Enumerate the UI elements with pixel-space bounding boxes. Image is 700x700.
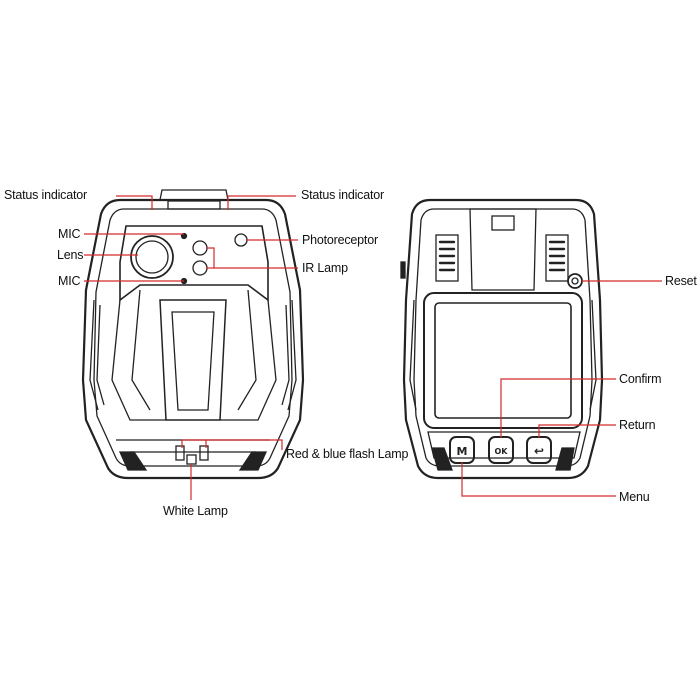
label-mic-top: MIC bbox=[58, 227, 81, 241]
label-return: Return bbox=[619, 418, 656, 432]
front-clip-slot bbox=[167, 200, 221, 210]
white-lamp-window bbox=[186, 454, 197, 465]
leader-lines bbox=[84, 195, 662, 500]
label-lens: Lens bbox=[57, 248, 84, 262]
screen-display bbox=[434, 302, 572, 419]
ir-lamp-top bbox=[192, 240, 208, 256]
front-rib-left-2 bbox=[131, 289, 151, 411]
label-status-indicator-right: Status indicator bbox=[301, 188, 384, 202]
front-foot-right bbox=[238, 451, 268, 471]
leader-flash bbox=[181, 439, 283, 450]
leader-return bbox=[538, 424, 616, 438]
reset-button-ring bbox=[567, 273, 583, 289]
back-foot-right bbox=[555, 447, 575, 471]
lens-glass bbox=[135, 240, 169, 274]
front-grip-right bbox=[281, 299, 297, 411]
leader-status-right bbox=[227, 195, 296, 210]
back-foot-left bbox=[431, 447, 453, 471]
front-centre-spine-inner bbox=[171, 311, 215, 411]
label-confirm: Confirm bbox=[619, 372, 662, 386]
grille-left bbox=[435, 234, 459, 282]
photoreceptor-window bbox=[234, 233, 248, 247]
flash-lamp-right bbox=[199, 445, 209, 461]
front-rib-right-2 bbox=[237, 289, 257, 411]
label-status-indicator-left: Status indicator bbox=[4, 188, 87, 202]
label-menu: Menu bbox=[619, 490, 650, 504]
front-face-plate bbox=[119, 225, 269, 302]
front-centre-spine bbox=[159, 299, 227, 421]
front-top-clip bbox=[159, 189, 229, 201]
leader-status-left bbox=[116, 195, 153, 210]
grille-slots bbox=[438, 240, 566, 272]
front-rib-right bbox=[220, 299, 277, 421]
front-foot-left bbox=[118, 451, 148, 471]
front-grip-left bbox=[89, 299, 105, 411]
label-white-lamp: White Lamp bbox=[163, 504, 228, 518]
back-grip-right bbox=[589, 299, 597, 411]
label-reset: Reset bbox=[665, 274, 697, 288]
ir-lamp-bottom bbox=[192, 260, 208, 276]
menu-button-glyph: M bbox=[457, 445, 468, 458]
front-rib-left bbox=[111, 299, 166, 421]
leader-menu bbox=[461, 462, 616, 497]
return-button-glyph: ↩ bbox=[534, 444, 544, 458]
label-photoreceptor: Photoreceptor bbox=[302, 233, 378, 247]
flash-lamp-left bbox=[175, 445, 185, 461]
lens-ring bbox=[130, 235, 174, 279]
leader-confirm bbox=[500, 378, 616, 438]
label-flash-lamp: Red & blue flash Lamp bbox=[286, 447, 409, 461]
front-bottom-bar bbox=[116, 439, 270, 453]
back-outer-shell bbox=[402, 198, 604, 480]
grille-right bbox=[545, 234, 569, 282]
ok-button-glyph: OK bbox=[495, 447, 509, 456]
label-mic-bottom: MIC bbox=[58, 274, 81, 288]
screen-bezel bbox=[423, 292, 583, 429]
side-port bbox=[400, 261, 406, 279]
reset-button-core bbox=[571, 277, 579, 285]
back-clip-notch bbox=[491, 215, 515, 231]
label-ir-lamp: IR Lamp bbox=[302, 261, 348, 275]
leader-ir-lamp bbox=[206, 247, 298, 269]
front-view bbox=[81, 189, 305, 480]
back-grip-left bbox=[409, 299, 417, 411]
back-view bbox=[400, 198, 604, 480]
back-clip-plate bbox=[469, 208, 537, 291]
front-outer-shell bbox=[81, 198, 305, 480]
